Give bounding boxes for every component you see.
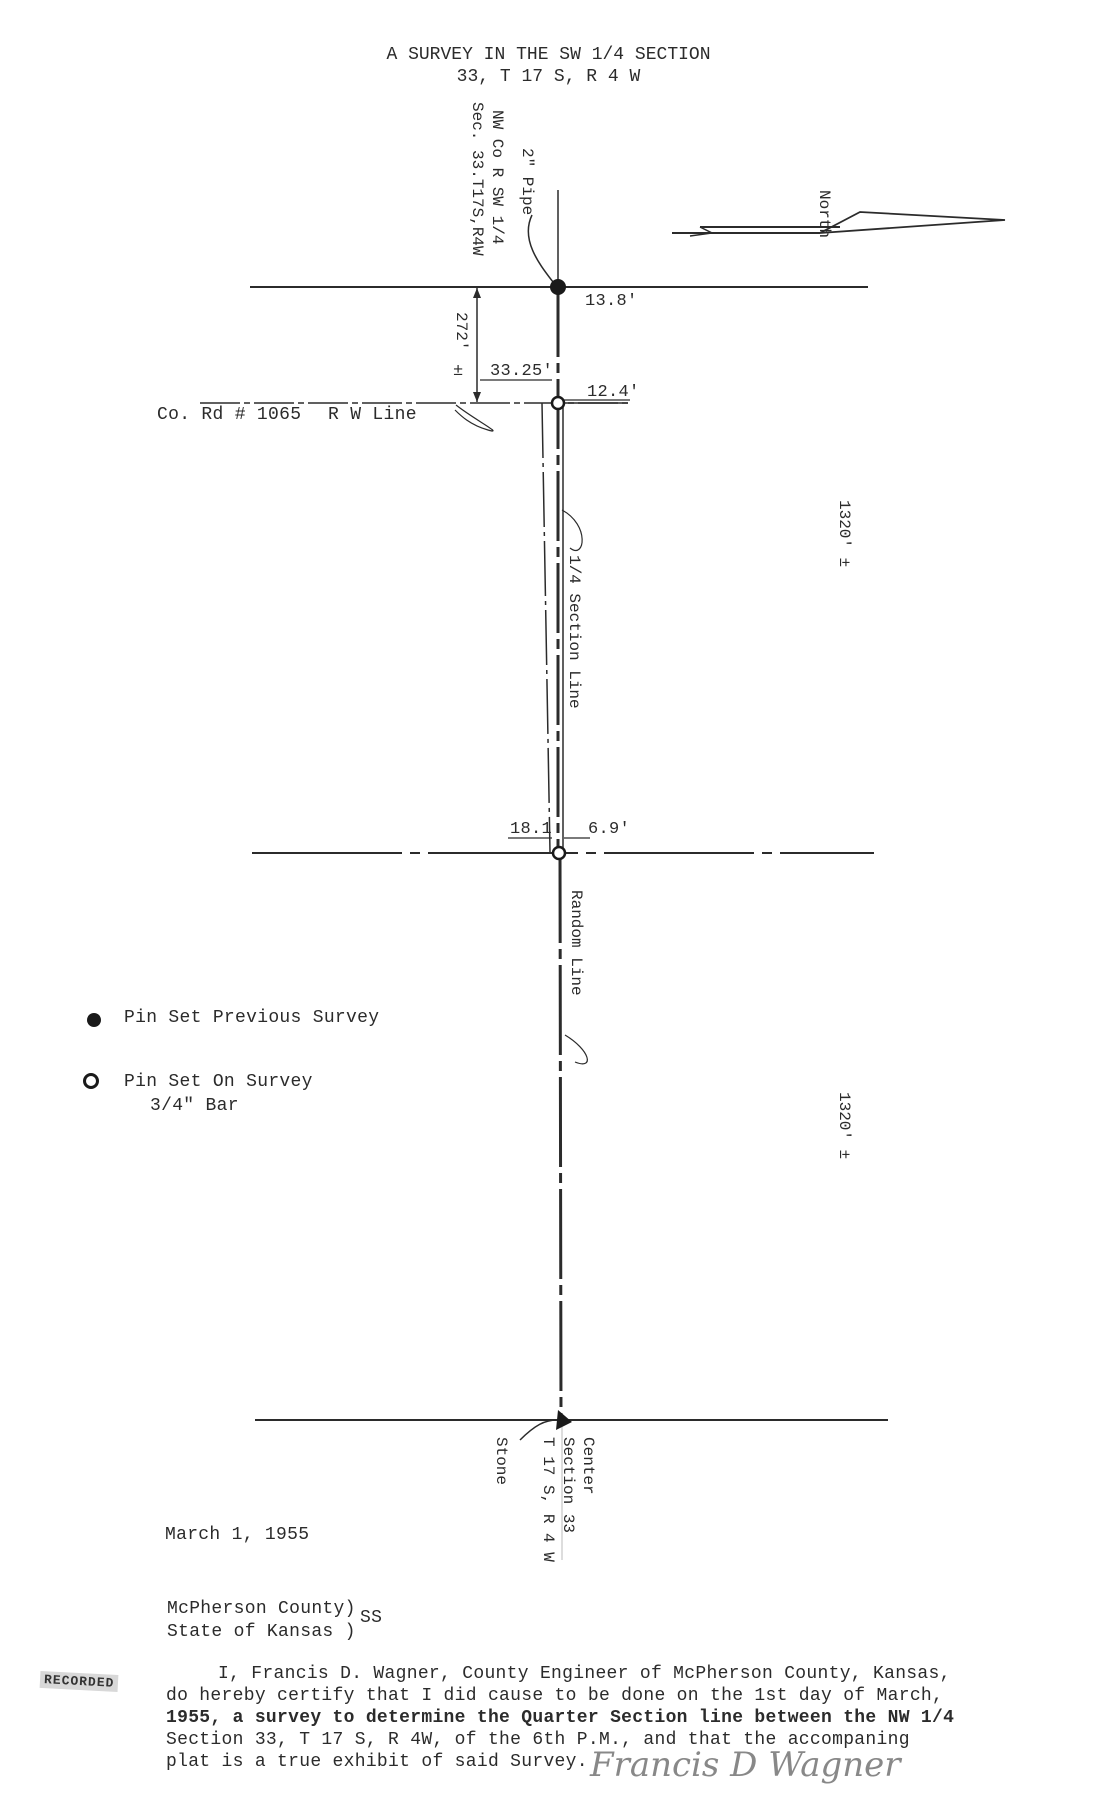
certification-text: I, Francis D. Wagner, County Engineer of… bbox=[166, 1663, 954, 1773]
dist-1320-lower-label: 1320' ± bbox=[835, 1092, 853, 1160]
dist-272-label: 272' bbox=[452, 312, 470, 351]
venue-county: McPherson County) bbox=[167, 1599, 356, 1619]
certification-line-2: do hereby certify that I did cause to be… bbox=[166, 1686, 944, 1706]
legend-survey-label-1: Pin Set On Survey bbox=[124, 1072, 313, 1092]
rw-line-label: R W Line bbox=[328, 405, 417, 425]
center-label-line-3: T 17 S, R 4 W bbox=[539, 1437, 557, 1562]
survey-date: March 1, 1955 bbox=[165, 1525, 310, 1545]
certification-line-1: I, Francis D. Wagner, County Engineer of… bbox=[218, 1664, 951, 1684]
venue-state: State of Kansas ) bbox=[167, 1622, 356, 1642]
dim-272-arrow-bottom bbox=[473, 392, 481, 402]
dist-13-8-label: 13.8' bbox=[585, 292, 638, 311]
pipe-leader bbox=[527, 214, 554, 283]
plus-minus-label: ± bbox=[453, 362, 464, 381]
random-line bbox=[558, 852, 563, 1421]
north-arrow bbox=[672, 211, 1006, 237]
legend-previous-label: Pin Set Previous Survey bbox=[124, 1008, 380, 1028]
legend-survey-pin-icon bbox=[83, 1073, 99, 1089]
pipe-label: 2" Pipe bbox=[518, 148, 536, 216]
legend-previous-pin-icon bbox=[87, 1013, 101, 1027]
dist-12-4-label: 12.4' bbox=[587, 383, 640, 402]
survey-pin-middle bbox=[551, 845, 567, 861]
survey-pin-road bbox=[550, 395, 566, 411]
north-label: North bbox=[815, 190, 833, 239]
certification-line-5: plat is a true exhibit of said Survey. bbox=[166, 1752, 588, 1772]
road-label: Co. Rd # 1065 bbox=[157, 405, 302, 425]
previous-survey-pin bbox=[550, 279, 566, 295]
stone-label: Stone bbox=[492, 1437, 510, 1486]
random-line-leader bbox=[564, 1034, 588, 1065]
road-leader bbox=[454, 404, 494, 432]
dist-18-1-label: 18.1 bbox=[510, 820, 553, 839]
nw-corner-label-line-2: Sec. 33.T17S,R4W bbox=[468, 102, 486, 256]
certification-line-3: 1955, a survey to determine the Quarter … bbox=[166, 1708, 955, 1728]
title-line-2: 33, T 17 S, R 4 W bbox=[456, 67, 641, 87]
dist-6-9-label: 6.9' bbox=[588, 820, 631, 839]
dim-272-arrow-top bbox=[473, 288, 481, 298]
plat-title: A SURVEY IN THE SW 1/4 SECTION 33, T 17 … bbox=[0, 44, 1097, 88]
certification-line-4: Section 33, T 17 S, R 4W, of the 6th P.M… bbox=[166, 1730, 910, 1750]
center-stone-marker bbox=[556, 1410, 572, 1430]
random-line-label: Random Line bbox=[567, 890, 585, 996]
center-label-line-1: Center bbox=[579, 1437, 597, 1495]
legend-survey-label-2: 3/4" Bar bbox=[150, 1096, 239, 1116]
nw-corner-label-line-1: NW Co R SW 1/4 bbox=[488, 110, 506, 245]
stone-leader bbox=[519, 1419, 558, 1441]
center-label-line-2: Section 33 bbox=[559, 1437, 577, 1534]
quarter-section-line-label: 1/4 Section Line bbox=[565, 555, 583, 709]
venue-ss: SS bbox=[360, 1608, 383, 1628]
title-line-1: A SURVEY IN THE SW 1/4 SECTION bbox=[386, 45, 711, 65]
section-line-leader bbox=[561, 509, 583, 551]
engineer-signature: Francis D Wagner bbox=[590, 1745, 901, 1785]
fence-line bbox=[541, 402, 551, 853]
dist-33-25-label: 33.25' bbox=[490, 362, 554, 381]
dist-1320-upper-label: 1320' ± bbox=[835, 500, 853, 568]
